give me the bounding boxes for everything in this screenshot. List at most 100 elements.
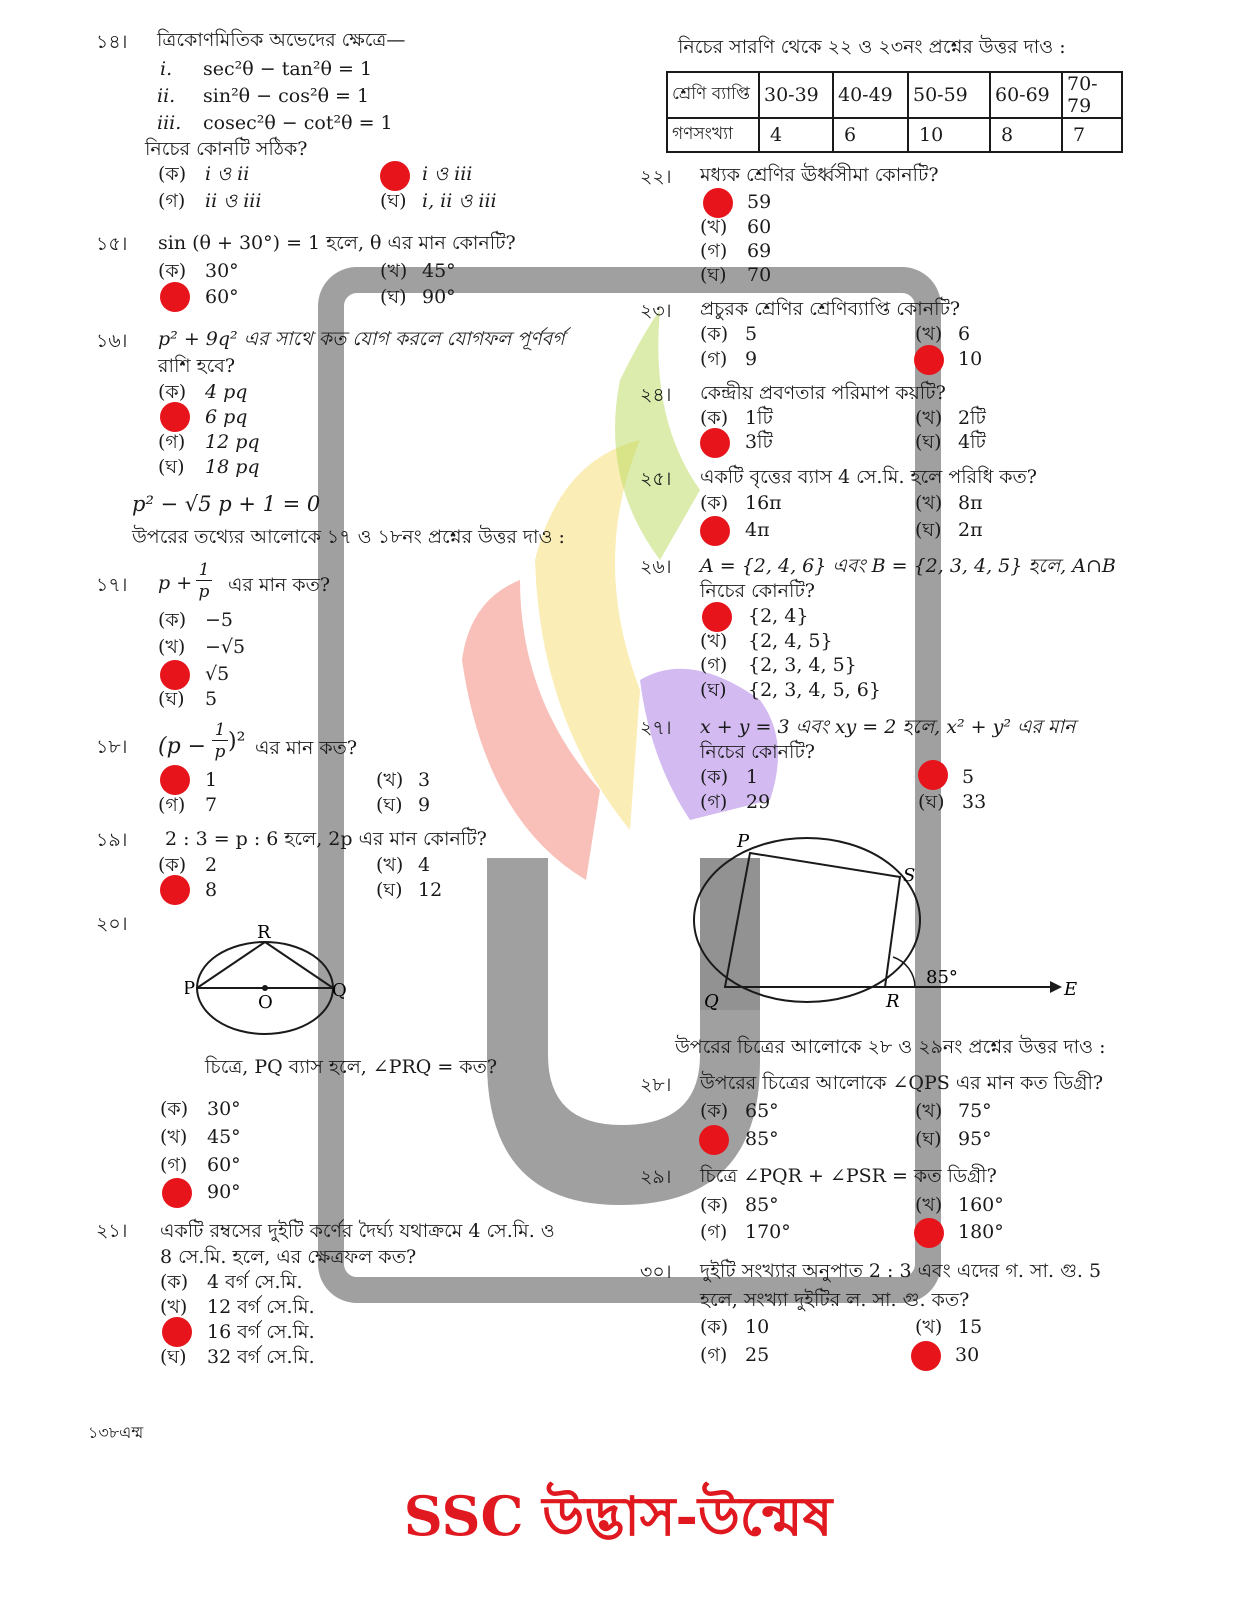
q29-option-gha: 180° [958, 1221, 1004, 1243]
q17-option-kha: −√5 [205, 636, 246, 658]
fig2-label-s: S [903, 865, 915, 886]
q25-option-gha: 2π [958, 519, 983, 541]
cyclic-quadrilateral-figure: P S Q R E 85° [693, 831, 1077, 1012]
table-row-class: শ্রেণি ব্যাপ্তি 30-39 40-49 50-59 60-69 … [666, 71, 1123, 119]
q20-option-ka-label: (ক) [160, 1098, 189, 1120]
q14-item-ii-expr: sin²θ − cos²θ = 1 [203, 85, 370, 107]
q19-option-ga: 8 [205, 879, 218, 901]
table-instruction: নিচের সারণি থেকে ২২ ও ২৩নং প্রশ্নের উত্ত… [678, 36, 1066, 58]
fig2-label-p: P [736, 831, 750, 852]
q19-number: ১৯। [96, 829, 128, 851]
q21-stem-line1: একটি রম্বসের দুইটি কর্ণের দৈর্ঘ্য যথাক্র… [160, 1220, 555, 1242]
q22-option-ga-label: (গ) [700, 240, 728, 262]
q20-option-kha-label: (খ) [160, 1126, 188, 1148]
q14-stem: ত্রিকোণমিতিক অভেদের ক্ষেত্রে— [157, 29, 406, 51]
q28-number: ২৮। [640, 1074, 672, 1096]
q14-option-ga: ii ও iii [205, 190, 262, 212]
table-cell: 4 [758, 117, 834, 153]
fig2-label-r: R [885, 991, 900, 1012]
q26-option-ka: {2, 4} [748, 605, 809, 627]
q14-number: ১৪। [96, 31, 128, 53]
q22-option-kha: 60 [747, 216, 772, 238]
q18-expr-close: )² [228, 729, 246, 754]
q30-option-ga: 25 [745, 1344, 770, 1366]
q24-answer-marker [700, 428, 730, 458]
q17-number: ১৭। [96, 574, 128, 596]
fig2-quadrilateral-pqrs [723, 851, 902, 988]
q16-option-ka-label: (ক) [158, 381, 187, 403]
q25-option-ka-label: (ক) [700, 492, 729, 514]
q23-option-ga: 9 [745, 348, 758, 370]
q29-option-kha: 160° [958, 1194, 1004, 1216]
fig2-label-e: E [1063, 979, 1077, 1000]
q30-number: ৩০। [640, 1261, 672, 1283]
q19-option-gha: 12 [418, 879, 443, 901]
table-cell: 6 [832, 117, 909, 153]
q26-option-ga: {2, 3, 4, 5} [748, 654, 857, 676]
fig2-arrow-head [1050, 981, 1062, 993]
q18-fraction-numerator: 1 [212, 720, 228, 741]
q22-option-gha: 70 [747, 264, 772, 286]
q16-option-gha-label: (ঘ) [158, 456, 185, 478]
q23-option-ka-label: (ক) [700, 323, 729, 345]
q28-option-ka: 65° [745, 1100, 779, 1122]
q30-stem-line2: হলে, সংখ্যা দুইটির ল. সা. গু. কত? [700, 1289, 970, 1311]
q17-answer-marker [160, 660, 190, 690]
q18-fraction: 1 p [212, 720, 228, 763]
q20-label-p: P [185, 978, 195, 999]
q29-answer-marker [914, 1218, 944, 1248]
q18-stem-tail: এর মান কত? [255, 737, 358, 759]
q17-option-gha-label: (ঘ) [158, 688, 185, 710]
table-cell: 40-49 [832, 71, 909, 119]
q21-option-gha: 32 বর্গ সে.মি. [207, 1346, 315, 1368]
q20-stem: চিত্রে, PQ ব্যাস হলে, ∠PRQ = কত? [205, 1056, 498, 1078]
q24-option-gha-label: (ঘ) [915, 431, 942, 453]
q21-option-gha-label: (ঘ) [160, 1346, 187, 1368]
q23-stem: প্রচুরক শ্রেণির শ্রেণিব্যাপ্তি কোনটি? [700, 298, 961, 320]
q20-label-o: O [258, 992, 273, 1013]
q19-option-kha-label: (খ) [376, 854, 404, 876]
q21-stem-line2: 8 সে.মি. হলে, এর ক্ষেত্রফল কত? [160, 1246, 417, 1268]
q15-option-ka-label: (ক) [158, 260, 187, 282]
table-cell: 8 [989, 117, 1063, 153]
q17-option-gha: 5 [205, 688, 218, 710]
q18-option-ka: 1 [205, 769, 218, 791]
q29-option-ga-label: (গ) [700, 1221, 728, 1243]
table-cell: 7 [1061, 117, 1123, 153]
q26-option-kha: {2, 4, 5} [748, 630, 833, 652]
q15-number: ১৫। [96, 233, 128, 255]
q29-option-ka: 85° [745, 1194, 779, 1216]
q20-option-ka: 30° [207, 1098, 241, 1120]
q15-option-ka: 30° [205, 260, 239, 282]
q20-option-ga: 60° [207, 1154, 241, 1176]
q14-answer-marker [380, 161, 410, 191]
q15-answer-marker [160, 282, 190, 312]
q24-stem: কেন্দ্রীয় প্রবণতার পরিমাপ কয়টি? [700, 382, 946, 404]
q19-option-gha-label: (ঘ) [376, 879, 403, 901]
table-row-frequency: গণসংখ্যা 4 6 10 8 7 [666, 117, 1123, 153]
q17-expr: p + [158, 572, 193, 594]
q23-option-gha: 10 [958, 348, 983, 370]
q26-option-kha-label: (খ) [700, 630, 728, 652]
table-cell: 70-79 [1061, 71, 1123, 119]
q14-option-kha: i ও iii [422, 163, 473, 185]
q15-option-gha: 90° [422, 286, 456, 308]
q30-stem-line1: দুইটি সংখ্যার অনুপাত 2 : 3 এবং এদের গ. স… [700, 1260, 1102, 1282]
q22-option-ga: 69 [747, 240, 772, 262]
q27-answer-marker [918, 760, 948, 790]
q17-stem-tail: এর মান কত? [228, 574, 331, 596]
q25-option-gha-label: (ঘ) [915, 519, 942, 541]
q16-option-gha: 18 pq [205, 456, 260, 478]
q22-option-gha-label: (ঘ) [700, 264, 727, 286]
q19-option-ka-label: (ক) [158, 854, 187, 876]
q20-label-r: R [257, 922, 271, 943]
q20-option-gha: 90° [207, 1181, 241, 1203]
q14-option-gha-label: (ঘ) [380, 190, 407, 212]
q27-number: ২৭। [640, 717, 672, 739]
q24-option-kha-label: (খ) [915, 407, 943, 429]
q15-option-kha: 45° [422, 260, 456, 282]
q27-option-ga: 29 [746, 791, 771, 813]
q20-circle-figure: R P Q O [185, 922, 347, 1035]
q22-option-kha-label: (খ) [700, 216, 728, 238]
q17-fraction: 1 p [196, 560, 212, 603]
